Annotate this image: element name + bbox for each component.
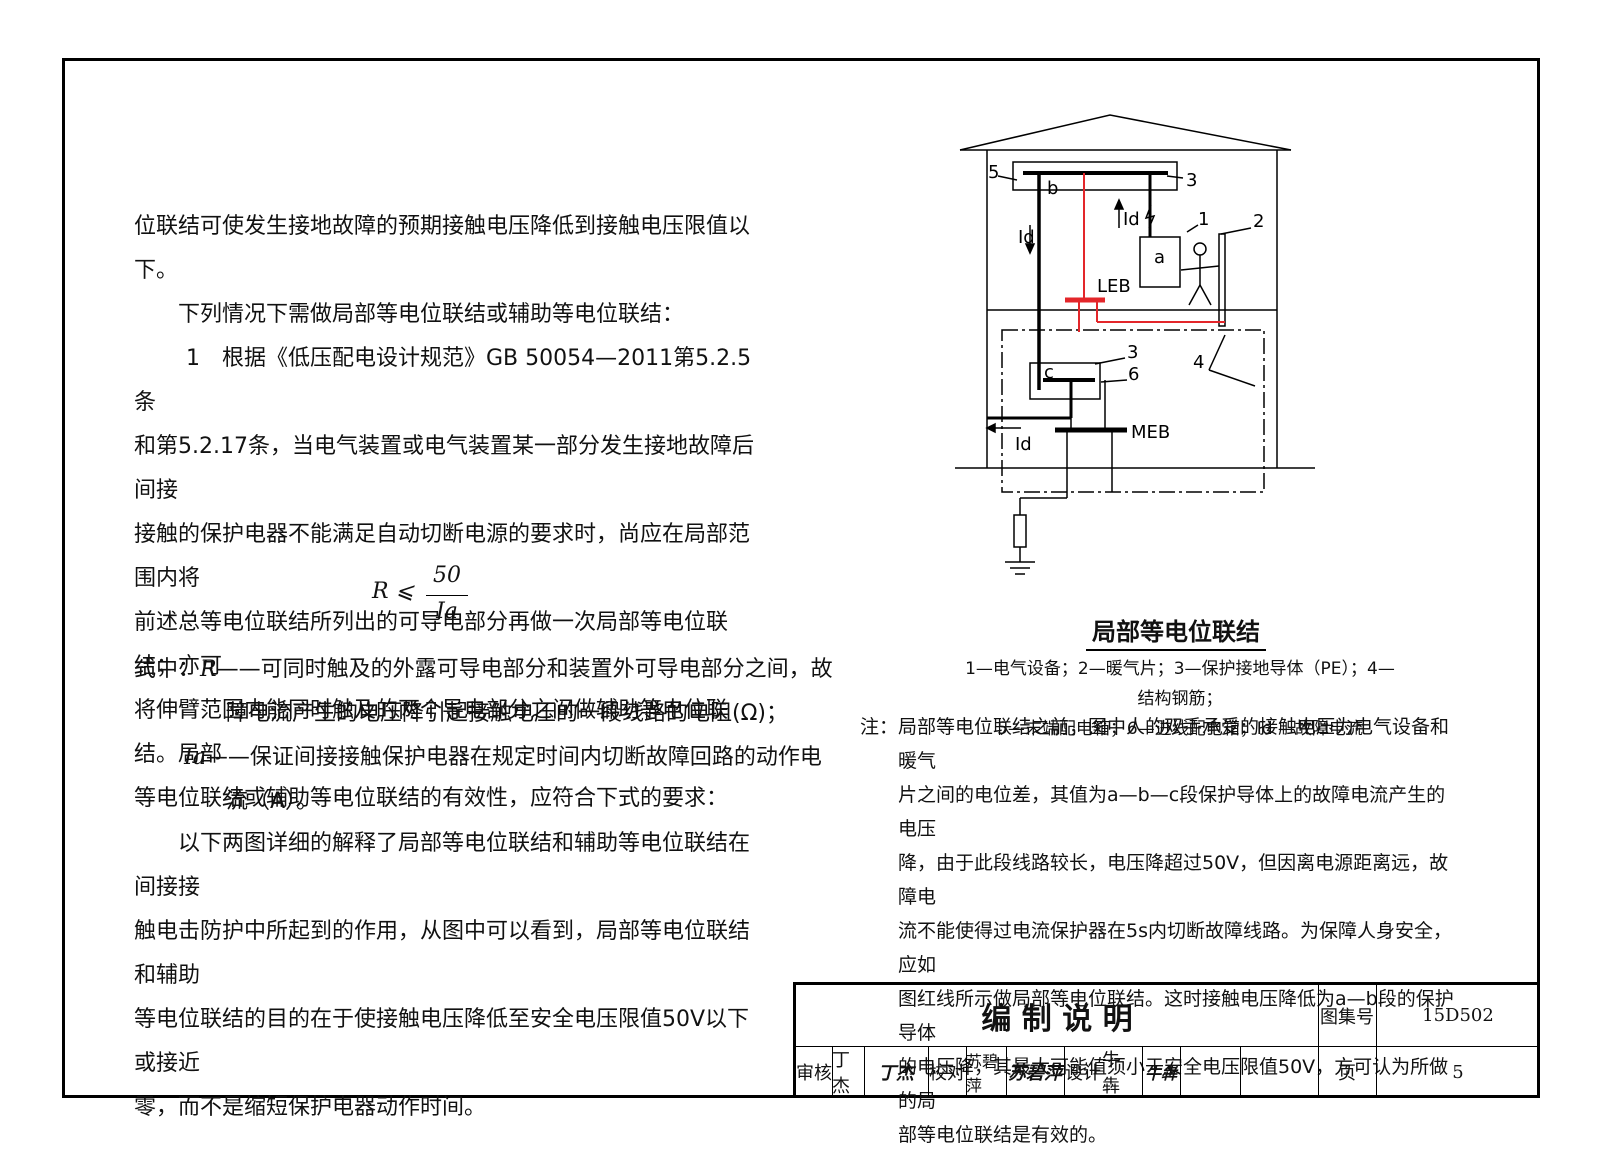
earth-resistor: [1013, 514, 1027, 548]
label-4: 4: [1193, 352, 1204, 373]
note-line: 片之间的电位差，其值为a—b—c段保护导体上的故障电流产生的电压: [898, 784, 1446, 840]
equipotential-bonding-diagram: 5 b 3 Id 1 2 Id a LEB 3 c 6 4 MEB Id: [955, 114, 1315, 575]
note-lead: 注：: [860, 716, 899, 738]
note-line: 部等电位联结是有效的。: [898, 1124, 1108, 1146]
structural-rebar: [1001, 329, 1265, 493]
atlas-label: 图集号: [1320, 1006, 1374, 1028]
terminal-distribution-box: [1012, 161, 1178, 191]
r-definition-line-1: ——可同时触及的外露可导电部分和装置外可导电部分之间，故: [216, 657, 833, 682]
formula: R ⩽ 50 Ia: [372, 563, 572, 631]
page-label: 页: [1338, 1063, 1356, 1084]
label-id-left: Id: [1018, 227, 1035, 248]
designer-signature: 牛犇: [1144, 1064, 1177, 1083]
label-id-up: Id: [1123, 209, 1140, 230]
label-c: c: [1044, 362, 1054, 383]
note-line: 的电压降，其最大可能值须小于安全电压限值50V，方可认为所做的局: [898, 1056, 1449, 1112]
fault-spark: [1144, 204, 1156, 229]
label-id-bottom: Id: [1015, 434, 1032, 455]
ia-definition-line-2: 流（A）。: [226, 789, 319, 814]
paragraph-2: 下列情况下需做局部等电位联结或辅助等电位联结：: [178, 302, 685, 327]
ia-symbol: Ia: [184, 745, 206, 770]
paragraph-3-line-5: 将伸臂范围内能同时触及的两个导电部分之间做辅助等电位联结。局部: [134, 698, 729, 767]
paragraph-3-line-3: 接触的保护电器不能满足自动切断电源的要求时，尚应在局部范围内将: [134, 522, 751, 591]
design-label: 设计: [1065, 1063, 1101, 1084]
label-5: 5: [988, 162, 999, 183]
body-text: 位联结可使发生接地故障的预期接触电压降低到接触电压限值以下。 下列情况下需做局部…: [134, 205, 764, 821]
legend-line-2: 5—末端配电箱；6—进线配电箱；Id —故障电流: [997, 719, 1363, 739]
closing-paragraph: 以下两图详细的解释了局部等电位联结和辅助等电位联结在间接接 触电击防护中所起到的…: [134, 822, 764, 1130]
formula-numerator: 50: [433, 563, 461, 588]
paragraph-3-line-1: 1 根据《低压配电设计规范》GB 50054—2011第5.2.5条: [134, 346, 752, 415]
closing-line-4: 零，而不是缩短保护电器动作时间。: [134, 1095, 487, 1120]
label-a: a: [1154, 247, 1165, 268]
label-b: b: [1047, 178, 1058, 199]
equipment-a: [1139, 236, 1181, 288]
page-number: 5: [1452, 1061, 1464, 1083]
check-label: 校对: [929, 1063, 965, 1084]
designer-name: 牛 犇: [1102, 1050, 1120, 1097]
r-definition-line-2: 障电流产生的电压降引起接触电压的一段线路的电阻(Ω)；: [226, 701, 788, 726]
formula-lhs: R ⩽: [372, 579, 414, 604]
checker-name: 苏碧萍: [966, 1052, 999, 1095]
closing-line-3: 等电位联结的目的在于使接触电压降低至安全电压限值50V以下或接近: [134, 1007, 750, 1076]
label-1: 1: [1198, 209, 1209, 230]
paragraph-1: 位联结可使发生接地故障的预期接触电压降低到接触电压限值以下。: [134, 214, 751, 283]
note-line: 图红线所示做局部等电位联结。这时接触电压降低为a—b段的保护导体: [898, 988, 1454, 1044]
roof-outline: [959, 114, 1292, 151]
legend-line-1: 1—电气设备；2—暖气片；3—保护接地导体（PE）；4—结构钢筋；: [965, 659, 1395, 709]
reviewer-name: 丁 杰: [832, 1050, 850, 1097]
atlas-number: 15D502: [1422, 1005, 1494, 1026]
note-line: 降，由于此段线路较长，电压降超过50V，但因离电源距离远，故障电: [898, 852, 1449, 908]
radiator: [1218, 233, 1226, 327]
label-2: 2: [1253, 211, 1264, 232]
r-symbol: R: [200, 657, 217, 682]
review-label: 审核: [796, 1063, 832, 1084]
diagram-legend: 1—电气设备；2—暖气片；3—保护接地导体（PE）；4—结构钢筋； 5—末端配电…: [960, 654, 1400, 744]
person-head: [1193, 242, 1207, 256]
ia-definition-line-1: ——保证间接接触保护电器在规定时间内切断故障回路的动作电: [205, 745, 822, 770]
formula-denominator: Ia: [436, 599, 458, 624]
label-3-top: 3: [1186, 170, 1197, 191]
title-block: 编 制 说 明 图集号 15D502 审核 丁 杰 丁杰 校对 苏碧萍 苏碧萍 …: [793, 982, 1540, 1098]
paragraph-3-line-6: 等电位联结或辅助等电位联结的有效性，应符合下式的要求：: [134, 786, 729, 811]
incoming-distribution-box: [1029, 362, 1101, 400]
sheet-title: 编 制 说 明: [981, 1001, 1133, 1037]
closing-line-2: 触电击防护中所起到的作用，从图中可以看到，局部等电位联结和辅助: [134, 919, 751, 988]
label-3-mid: 3: [1127, 342, 1138, 363]
note-line: 流不能使得过电流保护器在5s内切断故障线路。为保障人身安全，应如: [898, 920, 1452, 976]
drawing-frame: [62, 58, 1540, 1098]
label-meb: MEB: [1131, 422, 1170, 443]
paragraph-3-line-4: 前述总等电位联结所列出的可导电部分再做一次局部等电位联结；亦可: [134, 610, 729, 679]
label-6: 6: [1128, 364, 1139, 385]
closing-line-1: 以下两图详细的解释了局部等电位联结和辅助等电位联结在间接接: [134, 831, 751, 900]
label-leb: LEB: [1097, 276, 1131, 297]
paragraph-3-line-2: 和第5.2.17条，当电气装置或电气装置某一部分发生接地故障后间接: [134, 434, 754, 503]
reviewer-signature: 丁杰: [878, 1063, 914, 1084]
checker-signature: 苏碧萍: [1008, 1063, 1062, 1084]
diagram-title: 局部等电位联结: [1086, 612, 1266, 651]
defs-lead: 式中：: [134, 657, 201, 682]
note-line: 局部等电位联结之前，图中人的双手承受的接触电压为电气设备和暖气: [898, 716, 1450, 772]
fraction-bar: [426, 595, 468, 596]
